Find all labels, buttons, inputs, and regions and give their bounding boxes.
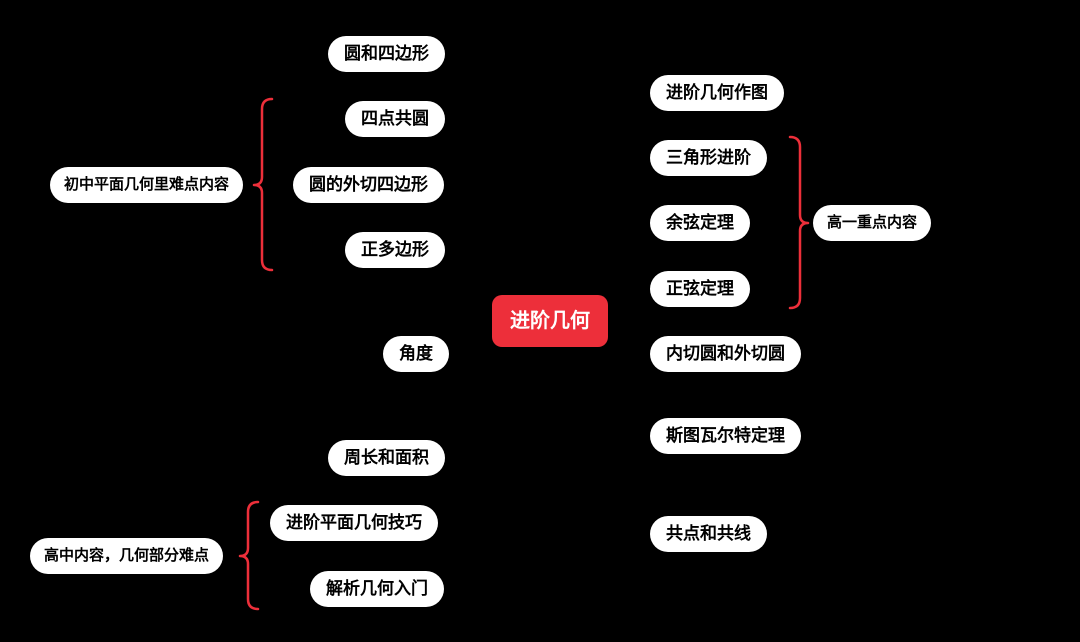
annotation-junior-difficult-content[interactable]: 初中平面几何里难点内容 [50,167,244,203]
node-advanced-construction[interactable]: 进阶几何作图 [650,75,784,111]
node-tangential-quadrilateral[interactable]: 圆的外切四边形 [293,167,444,203]
node-triangle-advanced[interactable]: 三角形进阶 [650,140,767,176]
node-concyclic-points[interactable]: 四点共圆 [345,101,445,137]
node-regular-polygon[interactable]: 正多边形 [345,232,445,268]
node-incircle-circumcircle[interactable]: 内切圆和外切圆 [650,336,801,372]
node-circle-quadrilateral[interactable]: 圆和四边形 [328,36,445,72]
node-advanced-plane-geometry-techniques[interactable]: 进阶平面几何技巧 [270,505,438,541]
node-angle[interactable]: 角度 [383,336,449,372]
right-brace-icon [788,135,810,310]
left-bottom-brace-icon [238,500,260,611]
node-law-of-cosines[interactable]: 余弦定理 [650,205,750,241]
node-concurrency-collinearity[interactable]: 共点和共线 [650,516,767,552]
root-node-advanced-geometry[interactable]: 进阶几何 [492,295,608,347]
node-perimeter-area[interactable]: 周长和面积 [328,440,445,476]
left-top-brace-icon [252,97,274,272]
annotation-senior-difficult-content[interactable]: 高中内容，几何部分难点 [30,538,224,574]
node-analytic-geometry-intro[interactable]: 解析几何入门 [310,571,444,607]
node-law-of-sines[interactable]: 正弦定理 [650,271,750,307]
node-stewart-theorem[interactable]: 斯图瓦尔特定理 [650,418,801,454]
annotation-senior-one-key-content[interactable]: 高一重点内容 [813,205,932,241]
